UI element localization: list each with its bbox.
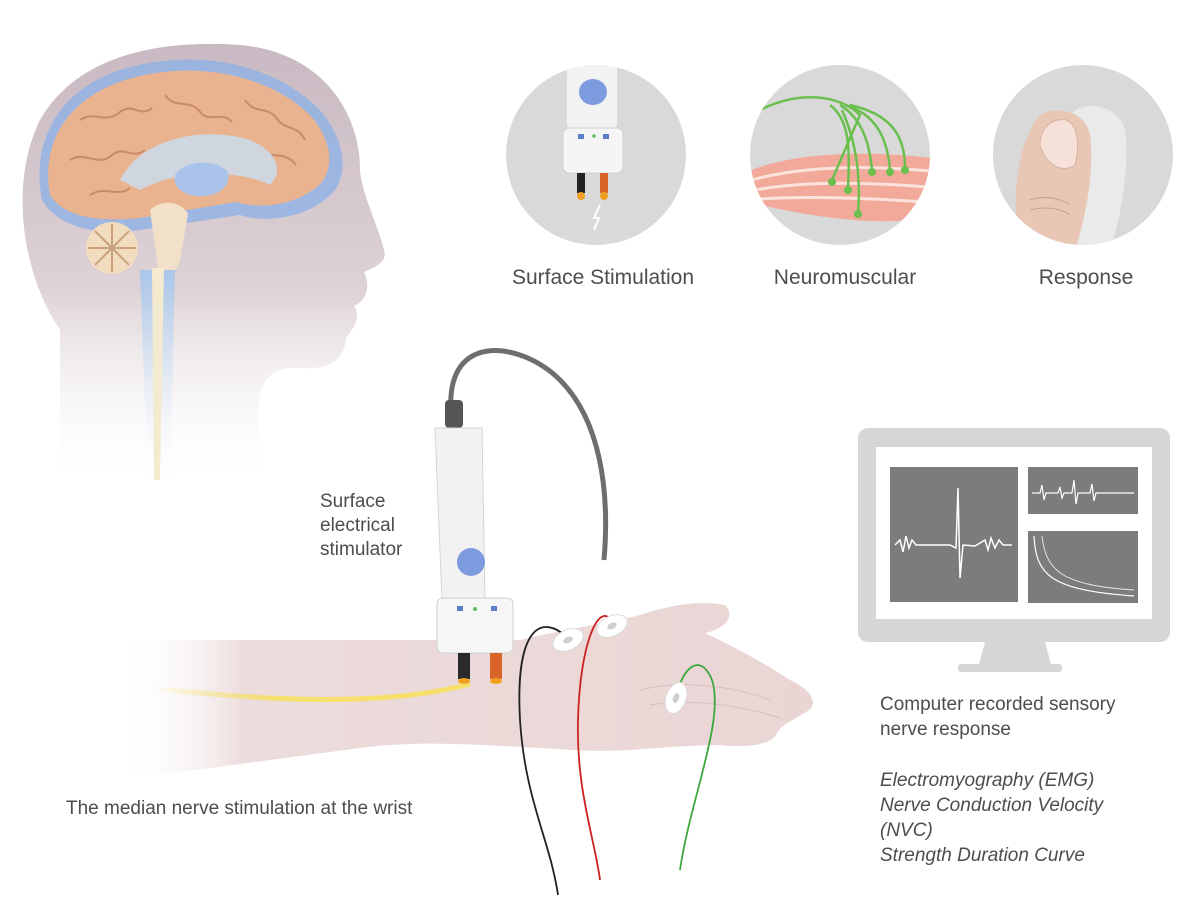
method-item: Strength Duration Curve	[880, 845, 1085, 866]
head-illustration	[22, 43, 385, 490]
stimulator-head	[562, 127, 624, 174]
step-label-response: Response	[1038, 266, 1134, 289]
surface-stimulator-probe	[434, 348, 609, 684]
ncv-panel	[1028, 467, 1138, 514]
emg-panel	[890, 467, 1018, 602]
stimulator-label-line: electrical	[320, 515, 395, 536]
computer-label: Computer recorded sensory nerve response	[880, 692, 1116, 742]
strength-duration-panel	[1028, 531, 1138, 603]
brainstem	[150, 202, 188, 274]
stimulator-label-line: Surface	[320, 491, 386, 512]
lightning-icon	[592, 204, 601, 231]
computer-label-line: Computer recorded sensory	[880, 694, 1116, 715]
arm-illustration	[120, 603, 813, 780]
method-item: Nerve Conduction Velocity	[880, 795, 1104, 816]
cerebellum	[86, 222, 138, 274]
step-neuromuscular	[750, 65, 930, 245]
fingernail	[1039, 119, 1079, 169]
stimulator-button	[579, 79, 607, 105]
step-surface-stimulation	[506, 65, 686, 245]
method-item: (NVC)	[880, 820, 933, 841]
red-wire	[576, 615, 613, 881]
recording-electrodes	[518, 614, 716, 896]
green-wire	[675, 664, 716, 871]
method-item: Electromyography (EMG)	[880, 770, 1095, 791]
stimulator-label-line: stimulator	[320, 539, 403, 560]
methods-list: Electromyography (EMG) Nerve Conduction …	[880, 768, 1103, 868]
step-label-surface-stimulation: Surface Stimulation	[511, 266, 695, 289]
computer-monitor	[858, 428, 1170, 672]
black-wire	[518, 626, 571, 896]
thalamus	[174, 162, 229, 197]
spinal-cord	[152, 268, 164, 480]
median-nerve-label: The median nerve stimulation at the wris…	[66, 798, 413, 819]
corpus-callosum	[120, 134, 278, 190]
monitor-base	[958, 664, 1062, 672]
emg-trace	[894, 487, 1012, 579]
step-response	[993, 65, 1173, 245]
step-label-neuromuscular: Neuromuscular	[773, 266, 917, 289]
nerve-fibers	[759, 96, 907, 213]
computer-label-line: nerve response	[880, 719, 1011, 740]
strength-duration-curve	[1033, 535, 1135, 597]
ncv-trace	[1032, 479, 1134, 505]
stimulator-cable	[448, 348, 609, 561]
forearm-and-hand	[120, 603, 813, 780]
median-nerve	[149, 681, 471, 703]
monitor-stand	[978, 642, 1052, 668]
stimulator-label: Surface electrical stimulator	[320, 490, 402, 562]
